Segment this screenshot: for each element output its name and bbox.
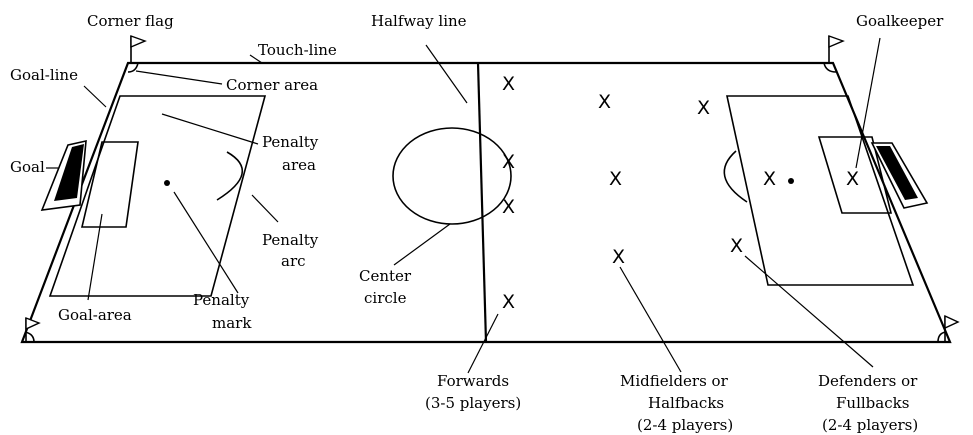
- leader-halfway-line: [425, 44, 468, 104]
- leader-goal-area: [87, 213, 103, 301]
- player-forward-3: X: [502, 196, 515, 218]
- corner-flag-bottom-right: [944, 314, 960, 342]
- corner-area-top-right: [823, 62, 837, 73]
- label-corner-flag: Corner flag: [87, 12, 174, 30]
- leader-center-circle: [393, 223, 451, 266]
- right-goal-area: [817, 136, 893, 214]
- label-penalty-area-line2: area: [282, 156, 316, 174]
- left-penalty-arc: [216, 151, 244, 201]
- label-defenders-line2: Fullbacks: [836, 394, 909, 412]
- leader-goal-line: [83, 85, 107, 108]
- field-outline: [20, 61, 952, 344]
- label-corner-area: Corner area: [226, 76, 318, 94]
- corner-flag-top-left: [130, 35, 147, 63]
- corner-area-bottom-left: [24, 331, 35, 343]
- label-forwards-line2: (3-5 players): [425, 394, 521, 412]
- left-penalty-area: [48, 95, 267, 297]
- corner-flag-bottom-left: [25, 316, 41, 342]
- right-goal-shade: [876, 146, 918, 200]
- label-center-circle-line1: Center: [359, 267, 412, 285]
- player-goalkeeper: X: [846, 168, 859, 190]
- leader-defenders: [744, 255, 874, 368]
- leader-midfielders: [619, 266, 682, 373]
- player-defender-2: X: [763, 168, 776, 190]
- right-penalty-mark: [788, 178, 794, 184]
- corner-flag-top-right: [828, 35, 845, 63]
- player-defender-1: X: [697, 97, 710, 119]
- label-penalty-area-line1: Penalty: [262, 133, 319, 151]
- label-forwards-line1: Forwards: [437, 372, 509, 390]
- player-midfielder-1: X: [598, 91, 611, 113]
- leader-penalty-area: [161, 113, 259, 145]
- leader-penalty-arc: [251, 194, 279, 223]
- corner-area-bottom-right: [937, 331, 947, 343]
- player-forward-4: X: [502, 291, 515, 313]
- label-goal: Goal: [10, 158, 45, 176]
- halfway-line: [476, 62, 488, 343]
- right-penalty-arc: [723, 150, 748, 203]
- player-defender-3: X: [730, 235, 743, 257]
- player-forward-2: X: [502, 151, 515, 173]
- leader-forwards: [467, 313, 499, 374]
- label-penalty-arc-line2: arc: [281, 252, 306, 270]
- label-touch-line: Touch-line: [258, 41, 337, 59]
- leader-touch-line: [249, 54, 263, 64]
- label-midfielders-line1: Midfielders or: [620, 372, 729, 390]
- right-penalty-area: [726, 95, 915, 286]
- label-goal-line: Goal-line: [10, 66, 78, 84]
- label-defenders-line1: Defenders or: [818, 372, 918, 390]
- left-goal-shade: [54, 144, 84, 201]
- leader-goalkeeper: [855, 37, 881, 169]
- label-halfway-line: Halfway line: [371, 12, 467, 30]
- label-goal-area: Goal-area: [58, 306, 132, 324]
- label-center-circle-line2: circle: [364, 289, 407, 307]
- label-penalty-mark-line1: Penalty: [193, 291, 250, 309]
- label-penalty-mark-line2: mark: [212, 314, 252, 332]
- label-goalkeeper: Goalkeeper: [856, 12, 944, 30]
- player-midfielder-3: X: [612, 246, 625, 268]
- leader-penalty-mark: [173, 191, 239, 294]
- left-goal-area: [80, 141, 139, 228]
- left-penalty-mark: [164, 180, 170, 186]
- leader-corner-area: [135, 70, 223, 85]
- corner-area-top-left: [127, 62, 139, 73]
- player-forward-1: X: [502, 73, 515, 95]
- label-penalty-arc-line1: Penalty: [262, 231, 319, 249]
- label-defenders-line3: (2-4 players): [822, 416, 918, 434]
- label-midfielders-line2: Halfbacks: [648, 394, 724, 412]
- player-midfielder-2: X: [609, 168, 622, 190]
- center-circle: [392, 127, 512, 225]
- label-midfielders-line3: (2-4 players): [637, 416, 733, 434]
